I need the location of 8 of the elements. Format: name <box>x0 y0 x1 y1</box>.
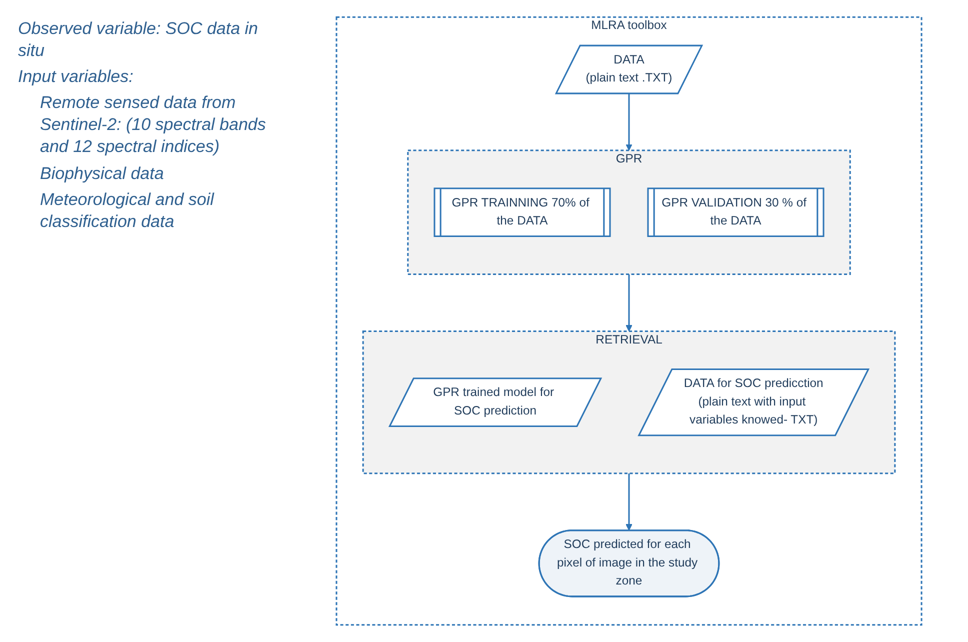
arrow <box>626 274 632 332</box>
bullet-item: Meteorological and soil classification data <box>40 188 216 233</box>
bullet-item: Remote sensed data from Sentinel-2: (10 spectral bands and 12 spectral indices) <box>40 92 267 158</box>
arrow <box>626 93 632 151</box>
note-text: Observed variable: SOC data in situ <box>18 18 260 62</box>
note-text: Input variables: <box>18 66 134 88</box>
bullet-item: Biophysical data <box>40 162 165 185</box>
arrow <box>626 473 632 531</box>
